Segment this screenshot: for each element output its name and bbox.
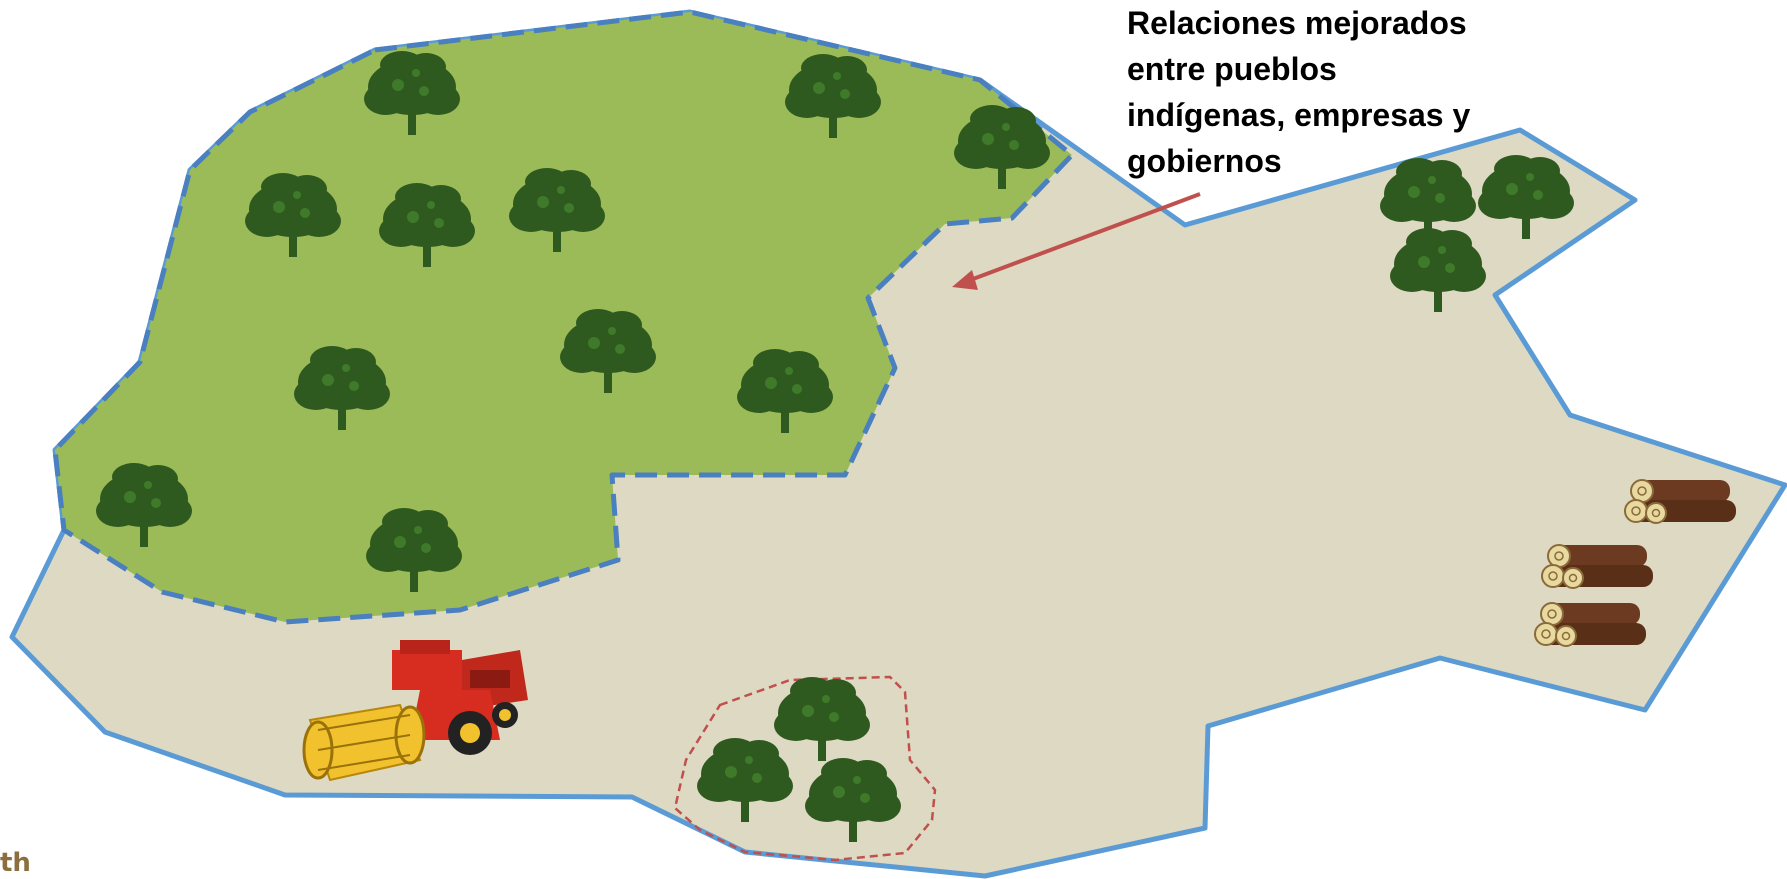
annotation-line: gobiernos <box>1127 143 1282 179</box>
combine-harvester-icon <box>302 640 528 782</box>
relations-arrow <box>952 192 1201 290</box>
relations-annotation: Relaciones mejorados entre pueblos indíg… <box>1127 0 1547 184</box>
log-pile-icon <box>1534 602 1647 647</box>
log-pile-icon <box>1624 479 1737 524</box>
log-pile-icon <box>1541 544 1654 589</box>
annotation-line: entre pueblos <box>1127 51 1337 87</box>
corner-text: th <box>0 848 31 878</box>
annotation-line: Relaciones mejorados <box>1127 5 1467 41</box>
protected-tree-patch <box>673 675 937 862</box>
indigenous-forest-area <box>52 9 1075 625</box>
annotation-line: indígenas, empresas y <box>1127 97 1471 133</box>
